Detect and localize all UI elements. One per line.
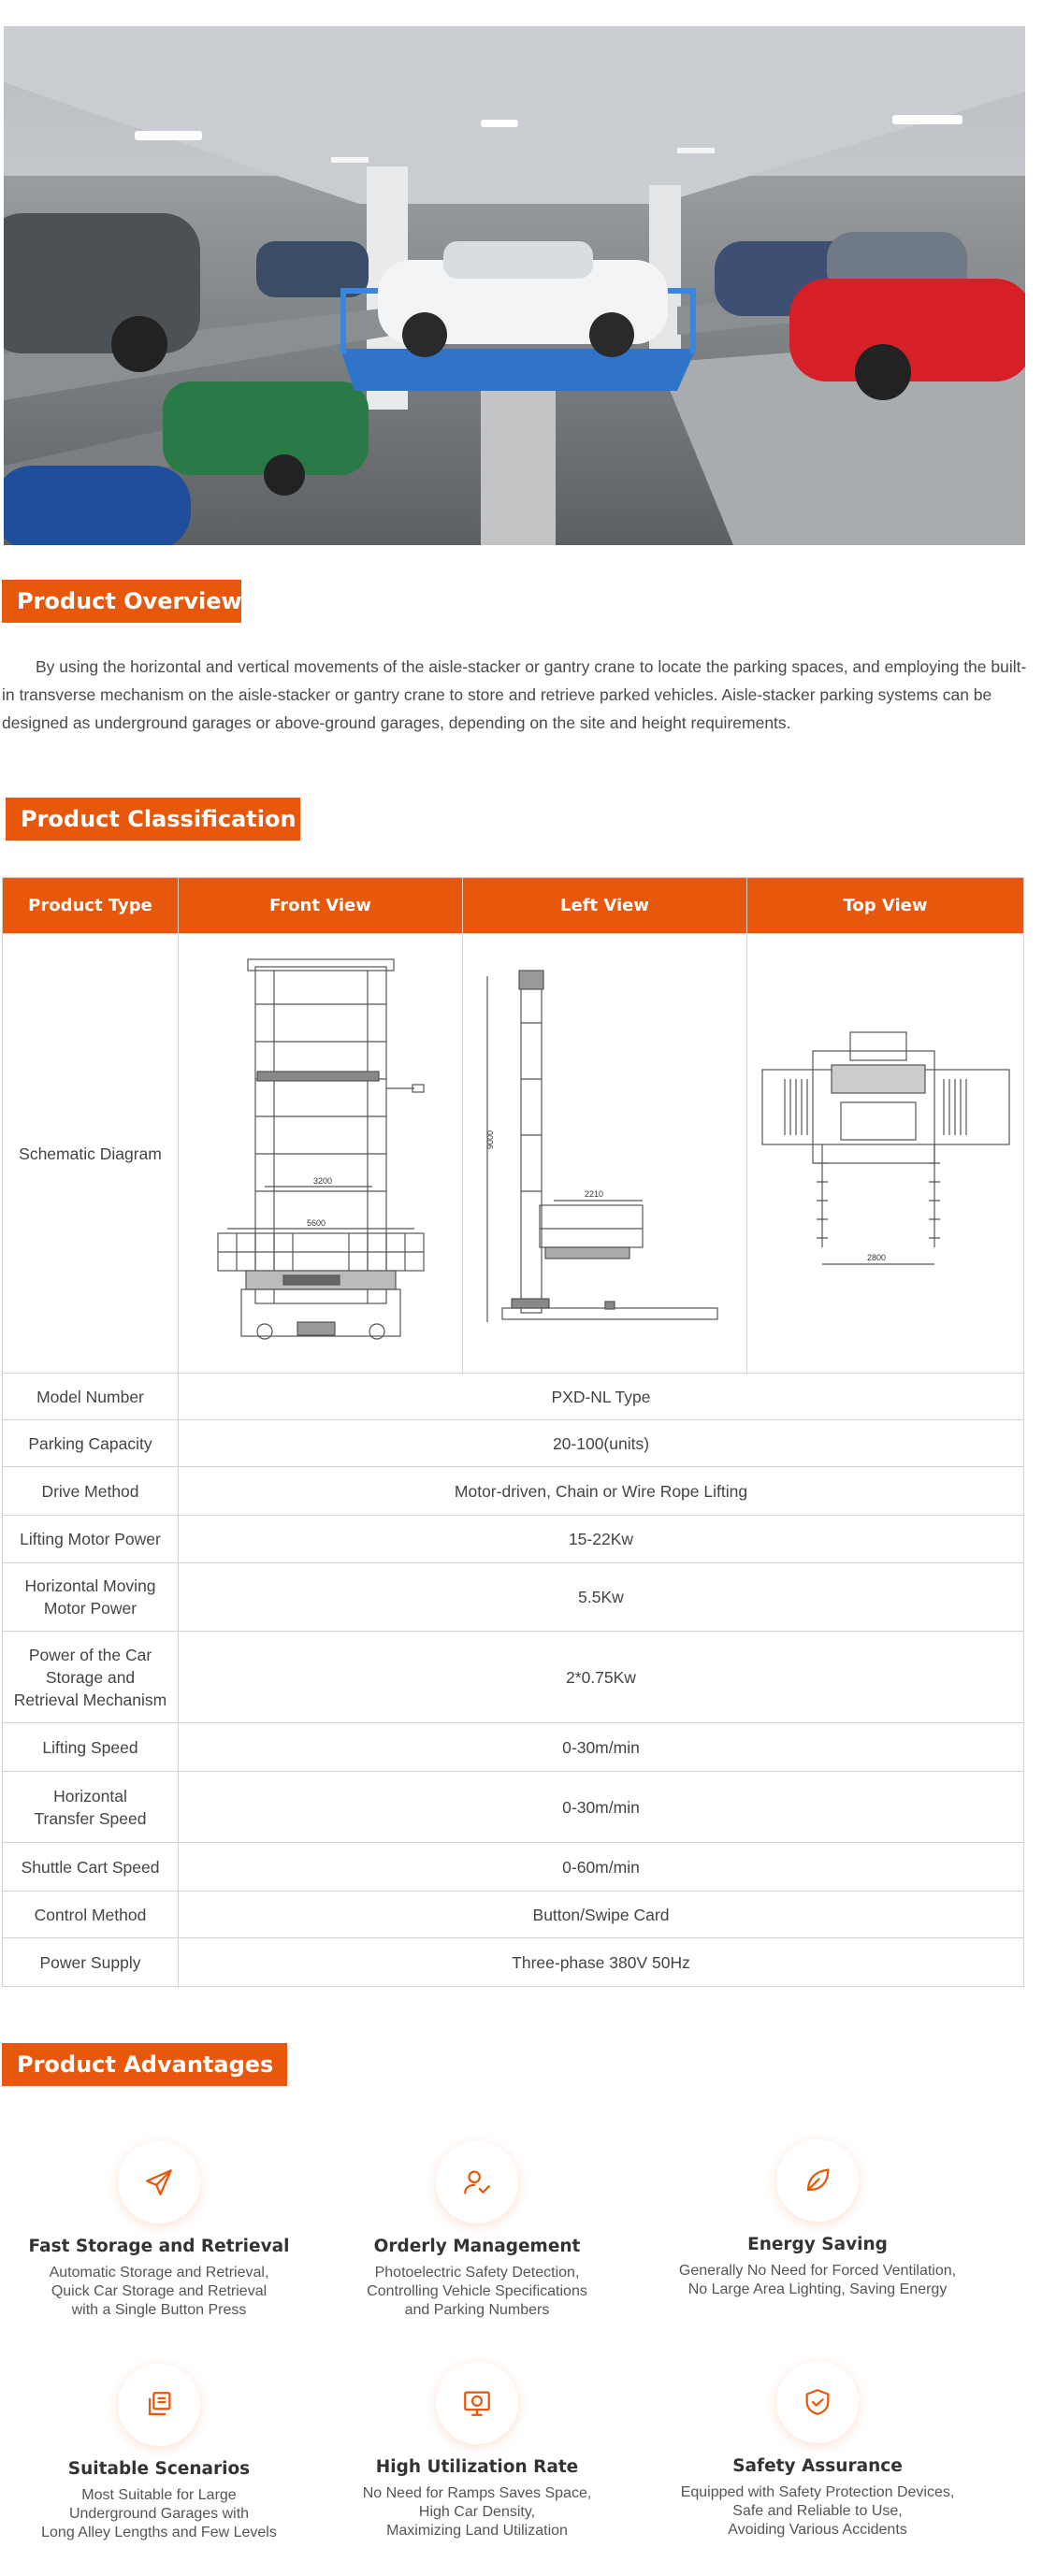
advantage-card-energy: Energy Saving Generally No Need for Forc… [658,2139,977,2299]
advantage-title: Suitable Scenarios [67,2459,251,2479]
advantage-card-fast: Fast Storage and Retrieval Automatic Sto… [0,2141,318,2320]
section-title-overview: Product Overview [2,580,242,623]
row-value: 0-30m/min [178,1722,1024,1772]
row-label: Horizontal Moving Motor Power [2,1562,179,1632]
table-row: Power of the Car Storage and Retrieval M… [2,1631,1024,1723]
row-label: Parking Capacity [2,1419,179,1467]
row-label: Lifting Motor Power [2,1515,179,1563]
advantage-title: High Utilization Rate [375,2457,579,2477]
top-dim-2800: 2800 [867,1253,886,1262]
table-row: Horizontal Moving Motor Power 5.5Kw [2,1562,1024,1632]
row-label: Shuttle Cart Speed [2,1842,179,1892]
advantage-card-orderly: Orderly Management Photoelectric Safety … [318,2141,636,2320]
header-top-view: Top View [746,877,1024,934]
table-row: Drive Method Motor-driven, Chain or Wire… [2,1466,1024,1516]
header-left-view: Left View [462,877,747,934]
row-value: Button/Swipe Card [178,1891,1024,1938]
table-row: Power Supply Three-phase 380V 50Hz [2,1937,1024,1987]
overview-paragraph: By using the horizontal and vertical mov… [2,657,1027,732]
header-product-type: Product Type [2,877,179,934]
shield-check-icon [776,2361,859,2443]
table-row: Model Number PXD-NL Type [2,1373,1024,1420]
left-view-diagram: 9000 2210 [462,933,747,1374]
schematic-row: Schematic Diagram 3200 5600 [2,933,1024,1374]
row-value: Motor-driven, Chain or Wire Rope Lifting [178,1466,1024,1516]
top-view-diagram: 2800 [746,933,1024,1374]
row-label: Control Method [2,1891,179,1938]
layers-icon [118,2364,200,2446]
advantage-title: Energy Saving [747,2235,888,2254]
row-value: 2*0.75Kw [178,1631,1024,1723]
advantage-title: Fast Storage and Retrieval [28,2237,290,2256]
row-label: Horizontal Transfer Speed [2,1771,179,1843]
table-row: Horizontal Transfer Speed 0-30m/min [2,1771,1024,1843]
row-value: 0-60m/min [178,1842,1024,1892]
row-value: 0-30m/min [178,1771,1024,1843]
table-row: Lifting Speed 0-30m/min [2,1722,1024,1772]
advantage-card-scenarios: Suitable Scenarios Most Suitable for Lar… [0,2364,318,2542]
advantage-desc: Automatic Storage and Retrieval, Quick C… [49,2265,269,2318]
advantage-desc: Photoelectric Safety Detection, Controll… [367,2265,587,2318]
spec-table: Product Type Front View Left View Top Vi… [2,877,1024,1987]
section-title-classification: Product Classification [6,798,300,841]
row-label: Power of the Car Storage and Retrieval M… [2,1631,179,1723]
advantage-desc: Most Suitable for Large Underground Gara… [41,2487,277,2540]
paper-plane-icon [118,2141,200,2223]
header-front-view: Front View [178,877,463,934]
table-row: Lifting Motor Power 15-22Kw [2,1515,1024,1563]
hero-garage-image [4,26,1025,545]
row-value: Three-phase 380V 50Hz [178,1937,1024,1987]
schematic-label: Schematic Diagram [2,933,179,1374]
advantage-desc: No Need for Ramps Saves Space, High Car … [362,2485,592,2539]
table-row: Control Method Button/Swipe Card [2,1891,1024,1938]
row-label: Power Supply [2,1937,179,1987]
table-header-row: Product Type Front View Left View Top Vi… [2,877,1024,934]
front-dim-3200: 3200 [313,1176,332,1186]
advantage-title: Safety Assurance [732,2456,903,2476]
advantage-desc: Equipped with Safety Protection Devices,… [680,2484,955,2538]
table-row: Shuttle Cart Speed 0-60m/min [2,1842,1024,1892]
front-dim-5600: 5600 [307,1218,326,1228]
left-dim-9000: 9000 [485,1130,495,1148]
leaf-icon [776,2139,859,2222]
front-view-diagram: 3200 5600 [178,933,463,1374]
row-value: 5.5Kw [178,1562,1024,1632]
row-value: PXD-NL Type [178,1373,1024,1420]
row-label: Drive Method [2,1466,179,1516]
advantage-card-safety: Safety Assurance Equipped with Safety Pr… [658,2361,977,2540]
monitor-coin-icon [436,2362,518,2444]
row-value: 15-22Kw [178,1515,1024,1563]
row-label: Model Number [2,1373,179,1420]
section-title-advantages: Product Advantages [2,2043,287,2086]
user-check-icon [436,2141,518,2223]
row-value: 20-100(units) [178,1419,1024,1467]
table-row: Parking Capacity 20-100(units) [2,1419,1024,1467]
left-dim-2210: 2210 [585,1189,603,1199]
advantage-desc: Generally No Need for Forced Ventilation… [678,2263,957,2297]
advantage-card-utilization: High Utilization Rate No Need for Ramps … [318,2362,636,2540]
row-label: Lifting Speed [2,1722,179,1772]
advantage-title: Orderly Management [373,2237,581,2256]
